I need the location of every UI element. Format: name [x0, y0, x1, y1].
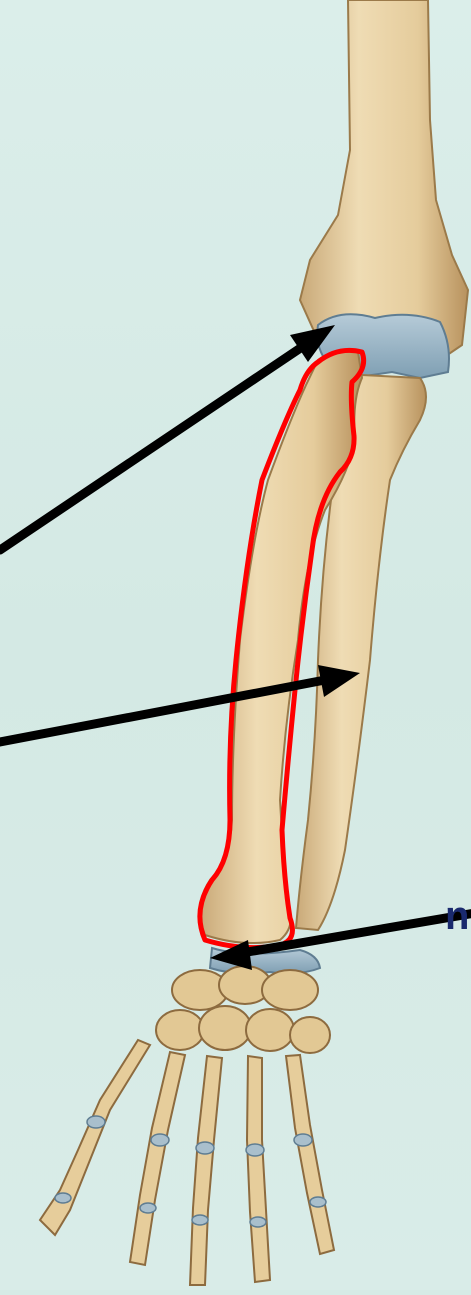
humerus	[300, 0, 468, 360]
cut-off-label-text: n	[445, 896, 469, 936]
finger-bones	[40, 1040, 334, 1285]
carpal-bones	[156, 966, 330, 1053]
arrow-to-ulna-shaft	[0, 665, 360, 742]
